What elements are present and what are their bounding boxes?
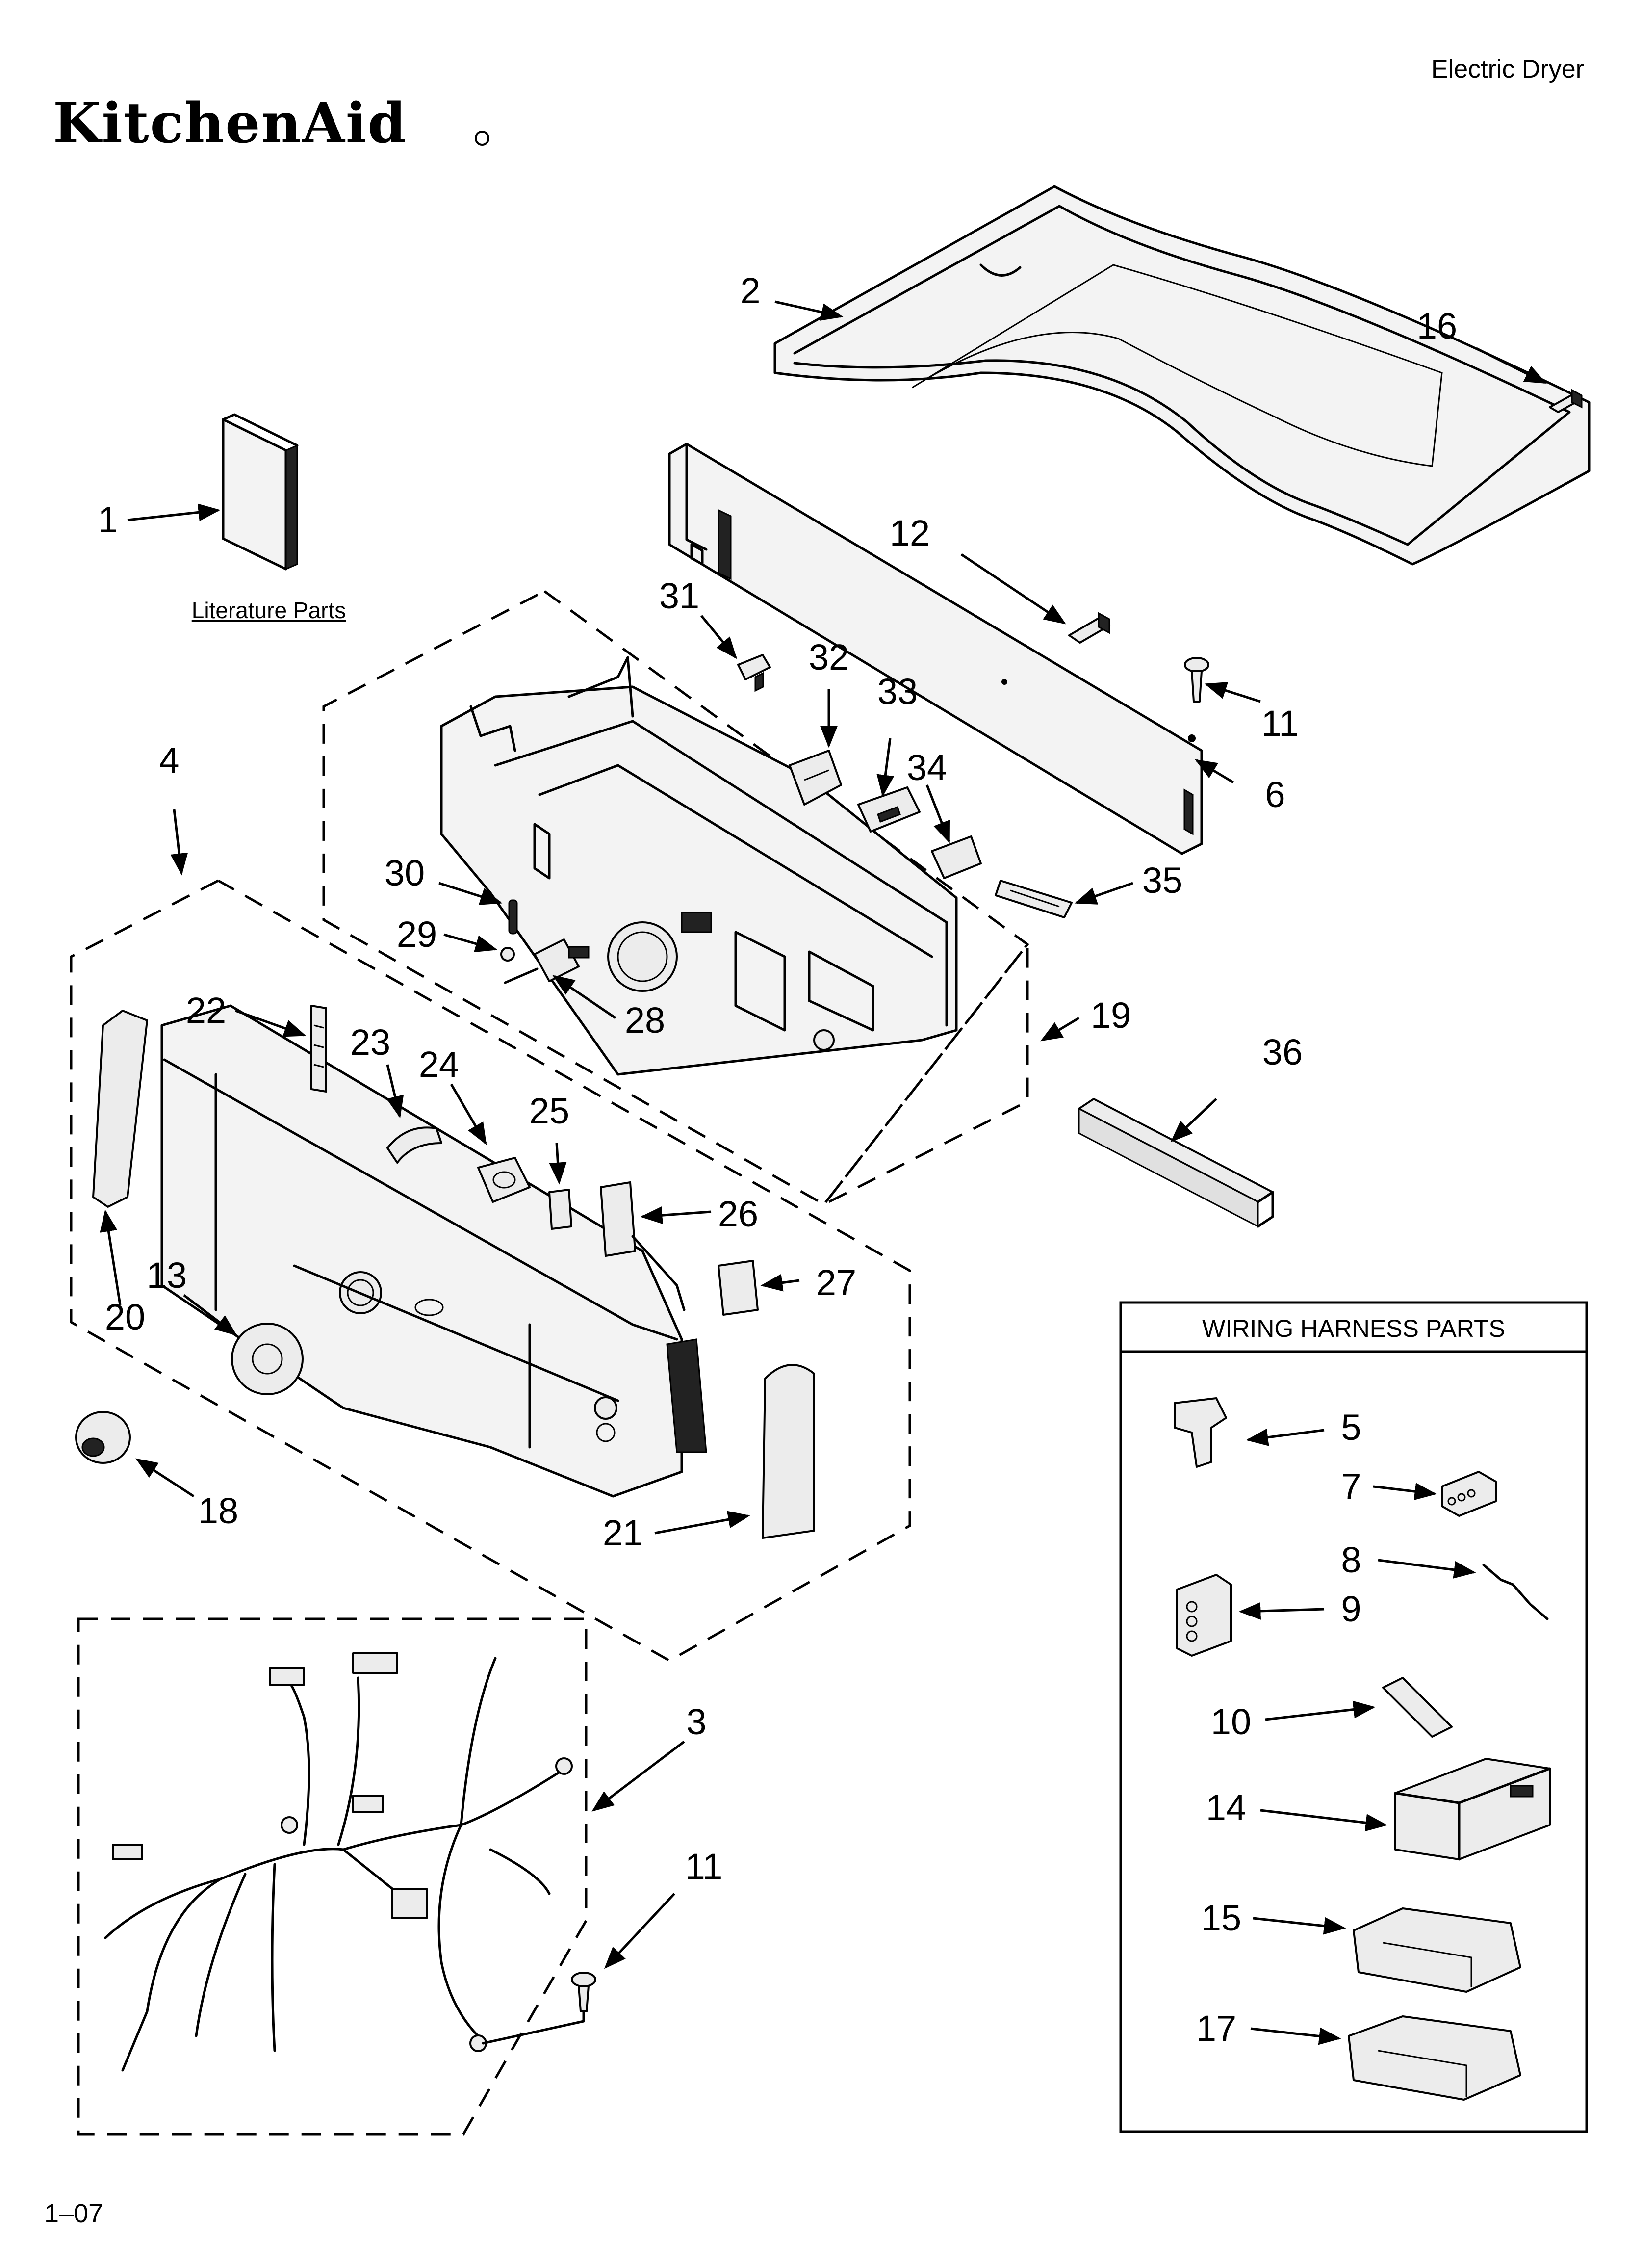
part-35-board: [995, 880, 1073, 918]
screw-16: [1549, 389, 1583, 413]
wiring-harness-box: [1119, 1301, 1588, 2133]
callout-5: 5: [1341, 1407, 1361, 1448]
part-36-foam-strip: [1078, 1098, 1274, 1228]
screw-11-upper: [1184, 657, 1209, 703]
callout-4: 4: [159, 740, 179, 781]
callout-19: 19: [1091, 995, 1131, 1036]
part-26-button-set: [600, 1181, 686, 1311]
callout-13: 13: [147, 1255, 187, 1296]
callout-28: 28: [625, 1000, 665, 1041]
wiring-harness: [104, 1652, 585, 2072]
callout-34: 34: [907, 747, 947, 788]
callout-23: 23: [350, 1022, 390, 1063]
screw-12: [1068, 612, 1110, 644]
literature-label: Literature Parts: [192, 598, 346, 623]
screw-11-lower: [571, 1972, 596, 2012]
part-20-side-trim: [92, 1010, 148, 1208]
part-14-connector: [1394, 1758, 1551, 1861]
callout-22: 22: [186, 990, 226, 1031]
part-18-knob: [75, 1411, 131, 1464]
callout-31: 31: [659, 575, 699, 616]
callout-25: 25: [529, 1091, 569, 1131]
part-15-connector: [1353, 1907, 1521, 1993]
callout-10: 10: [1211, 1701, 1251, 1742]
callout-15: 15: [1201, 1898, 1241, 1938]
harness-group-outline: [77, 1617, 588, 2136]
part-8-terminal: [1482, 1564, 1549, 1620]
part-28-encoder: [504, 938, 590, 984]
callout-29: 29: [397, 914, 437, 955]
wiring-box-title: WIRING HARNESS PARTS: [1202, 1315, 1505, 1342]
callout-26: 26: [718, 1194, 758, 1234]
callout-11-upper: 11: [1261, 703, 1299, 744]
revision-code: 1–07: [44, 2199, 103, 2228]
part-13-dial-ring: [231, 1323, 304, 1395]
callout-30: 30: [385, 853, 425, 893]
part-22-lightpipe: [310, 1005, 327, 1093]
callout-24: 24: [419, 1044, 459, 1085]
callout-11-lower: 11: [685, 1846, 723, 1887]
part-31-clip: [737, 654, 771, 692]
product-type: Electric Dryer: [1431, 55, 1584, 83]
part-30-pin: [508, 899, 518, 935]
part-25-button: [548, 1189, 572, 1230]
part-5-clip: [1174, 1397, 1227, 1468]
part-9-connector: [1176, 1574, 1232, 1657]
part-7-connector: [1441, 1471, 1497, 1517]
part-10-terminal: [1382, 1677, 1453, 1738]
part-34-switch: [931, 835, 982, 879]
brand-wordmark: KitchenAid: [53, 91, 407, 156]
control-housing: [440, 656, 958, 1076]
callout-16: 16: [1417, 306, 1457, 346]
callout-33: 33: [877, 671, 918, 712]
registered-mark: [475, 131, 489, 146]
part-32-switch: [789, 750, 842, 806]
part-21-end-cap: [666, 1338, 815, 1539]
callout-17: 17: [1196, 2008, 1236, 2049]
callout-21: 21: [603, 1512, 643, 1553]
callout-6: 6: [1265, 774, 1285, 815]
callout-36: 36: [1262, 1032, 1303, 1072]
part-24-bezel: [477, 1157, 531, 1203]
literature-book: [222, 413, 299, 571]
callout-3: 3: [686, 1701, 706, 1742]
callout-8: 8: [1341, 1539, 1361, 1580]
control-panel-group-outline: [322, 590, 1029, 1206]
callout-numbers: 1 2 3 4 5 6 7 8 9 10 11 11 12 13 14 15 1…: [98, 270, 1457, 2049]
console-top: [773, 185, 1591, 566]
callout-18: 18: [198, 1490, 238, 1531]
part-33-switch: [857, 786, 921, 833]
callout-9: 9: [1341, 1589, 1361, 1629]
callout-2: 2: [740, 270, 760, 311]
callout-32: 32: [809, 637, 849, 678]
part-23-lightpipe: [386, 1126, 442, 1164]
part-27-button: [718, 1260, 759, 1316]
callout-35: 35: [1142, 860, 1182, 901]
rear-bracket: [668, 443, 1203, 855]
part-17-connector: [1348, 2015, 1521, 2101]
callout-1: 1: [98, 499, 118, 540]
console-group-outline: [70, 879, 911, 1662]
callout-27: 27: [816, 1262, 856, 1303]
callout-20: 20: [105, 1297, 145, 1337]
callout-12: 12: [890, 513, 930, 553]
part-29-washer: [500, 947, 515, 962]
callout-7: 7: [1341, 1466, 1361, 1507]
brand-logo: KitchenAid: [53, 91, 489, 156]
callout-14: 14: [1206, 1787, 1246, 1828]
leader-lines: [100, 300, 1547, 2045]
